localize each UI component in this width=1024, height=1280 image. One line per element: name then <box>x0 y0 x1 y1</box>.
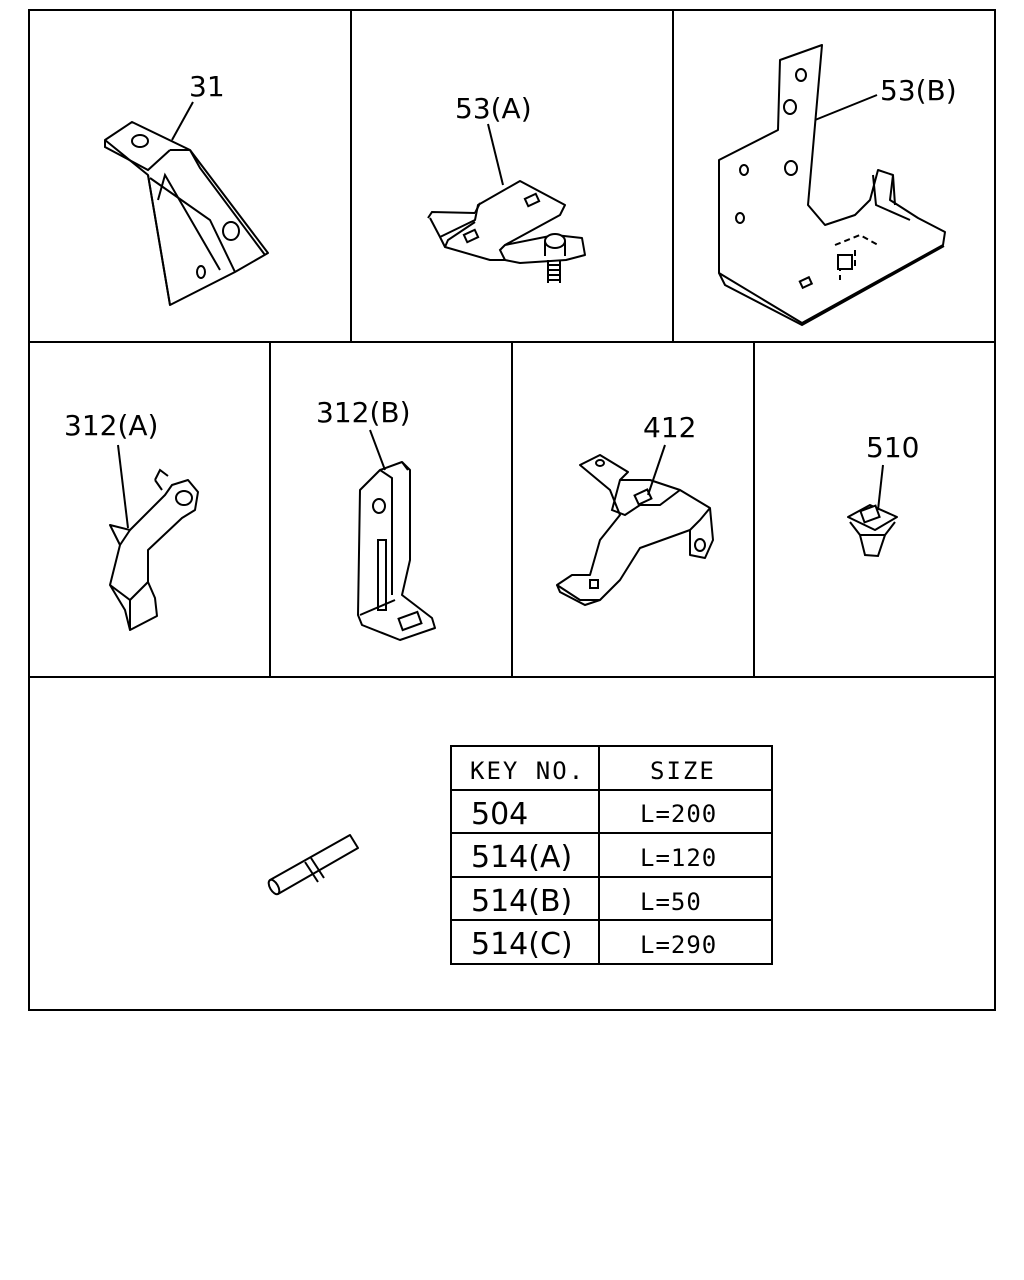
part-31: 31 <box>104 70 269 306</box>
table-cell-size: L=50 <box>640 888 702 916</box>
part-412: 412 <box>556 411 714 607</box>
label-312b: 312(B) <box>316 396 411 429</box>
part-53b: 53(B) <box>718 44 957 327</box>
part-tube <box>267 834 359 896</box>
table-cell-size: L=120 <box>640 844 717 872</box>
leader-412 <box>647 444 666 496</box>
label-510: 510 <box>866 431 919 464</box>
part-510: 510 <box>847 431 919 558</box>
leader-312b <box>369 429 386 471</box>
size-table: KEY NO. SIZE 504 L=200 514(A) L=120 514(… <box>450 745 773 965</box>
table-cell-size: L=200 <box>640 800 717 828</box>
part-53a: 53(A) <box>427 92 586 283</box>
table-header-key: KEY NO. <box>470 757 585 785</box>
label-31: 31 <box>189 70 225 103</box>
label-312a: 312(A) <box>64 409 158 442</box>
leader-53b <box>814 94 878 121</box>
label-53b: 53(B) <box>880 74 957 107</box>
table-header-size: SIZE <box>650 757 716 785</box>
leader-312a <box>117 444 129 529</box>
leader-510 <box>877 464 884 511</box>
grid-frame <box>28 9 996 1011</box>
leader-31 <box>171 101 194 141</box>
table-cell-key: 504 <box>471 797 528 832</box>
table-cell-size: L=290 <box>640 931 717 959</box>
label-53a: 53(A) <box>455 92 532 125</box>
leader-53a <box>487 123 504 186</box>
label-412: 412 <box>643 411 696 444</box>
table-cell-key: 514(A) <box>471 840 572 875</box>
part-312b: 312(B) <box>316 396 436 641</box>
part-312a: 312(A) <box>64 409 199 631</box>
table-cell-key: 514(B) <box>471 884 572 919</box>
table-cell-key: 514(C) <box>471 927 573 962</box>
